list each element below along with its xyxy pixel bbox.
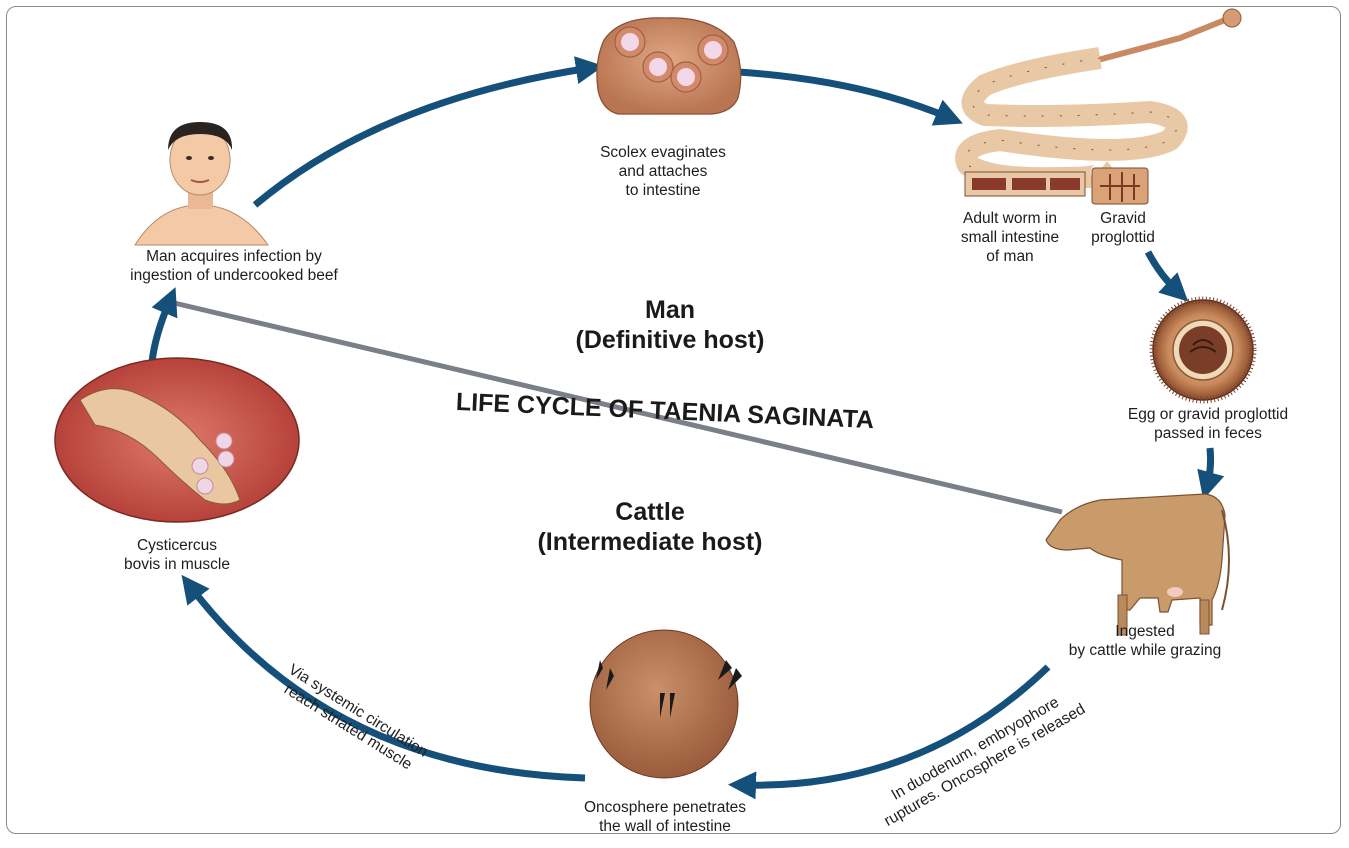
oncosphere-label-line-2: the wall of intestine xyxy=(555,817,775,836)
arrow-worm-to-egg xyxy=(1148,252,1178,292)
scolex-label-line-1: Scolex evaginates xyxy=(568,143,758,162)
gravid-label-line-1: Gravid xyxy=(1078,209,1168,228)
gravid-label-line-2: proglottid xyxy=(1078,228,1168,247)
cysticercus-label-line-2: bovis in muscle xyxy=(102,555,252,574)
cysticercus-label-line-1: Cysticercus xyxy=(102,536,252,555)
cysticercus-stage-label: Cysticercus bovis in muscle xyxy=(102,536,252,574)
intermediate-host-role: (Intermediate host) xyxy=(490,527,810,557)
definitive-host-role: (Definitive host) xyxy=(520,325,820,355)
cattle-label-line-1: Ingested xyxy=(1030,622,1260,641)
egg-illustration xyxy=(1153,300,1253,400)
oncosphere-illustration xyxy=(590,630,742,778)
arrow-man-to-scolex xyxy=(255,68,590,205)
adult-worm-label-line-3: of man xyxy=(945,247,1075,266)
intermediate-host-heading: Cattle (Intermediate host) xyxy=(490,497,810,557)
scolex-stage-label: Scolex evaginates and attaches to intest… xyxy=(568,143,758,200)
definitive-host-heading: Man (Definitive host) xyxy=(520,295,820,355)
oncosphere-stage-label: Oncosphere penetrates the wall of intest… xyxy=(555,798,775,836)
scolex-illustration xyxy=(597,18,741,114)
cattle-label-line-2: by cattle while grazing xyxy=(1030,641,1260,660)
egg-label-line-2: passed in feces xyxy=(1098,424,1318,443)
man-stage-label: Man acquires infection by ingestion of u… xyxy=(84,247,384,285)
arrow-cysticercus-to-man xyxy=(152,300,170,362)
adult-worm-label-line-1: Adult worm in xyxy=(945,209,1075,228)
cattle-stage-label: Ingested by cattle while grazing xyxy=(1030,622,1260,660)
oncosphere-label-line-1: Oncosphere penetrates xyxy=(555,798,775,817)
definitive-host-name: Man xyxy=(520,295,820,325)
arrow-egg-to-cattle xyxy=(1207,448,1211,486)
arrow-scolex-to-worm xyxy=(738,72,950,118)
gravid-proglottid-label: Gravid proglottid xyxy=(1078,209,1168,247)
cysticercus-illustration xyxy=(55,358,299,522)
intermediate-host-name: Cattle xyxy=(490,497,810,527)
scolex-label-line-2: and attaches xyxy=(568,162,758,181)
man-illustration xyxy=(135,122,268,245)
scolex-label-line-3: to intestine xyxy=(568,181,758,200)
egg-label-line-1: Egg or gravid proglottid xyxy=(1098,405,1318,424)
man-label-line-1: Man acquires infection by xyxy=(84,247,384,266)
adult-worm-label-line-2: small intestine xyxy=(945,228,1075,247)
man-label-line-2: ingestion of undercooked beef xyxy=(84,266,384,285)
adult-worm-illustration xyxy=(965,9,1241,204)
adult-worm-stage-label: Adult worm in small intestine of man xyxy=(945,209,1075,266)
cattle-illustration xyxy=(1046,494,1229,635)
egg-stage-label: Egg or gravid proglottid passed in feces xyxy=(1098,405,1318,443)
